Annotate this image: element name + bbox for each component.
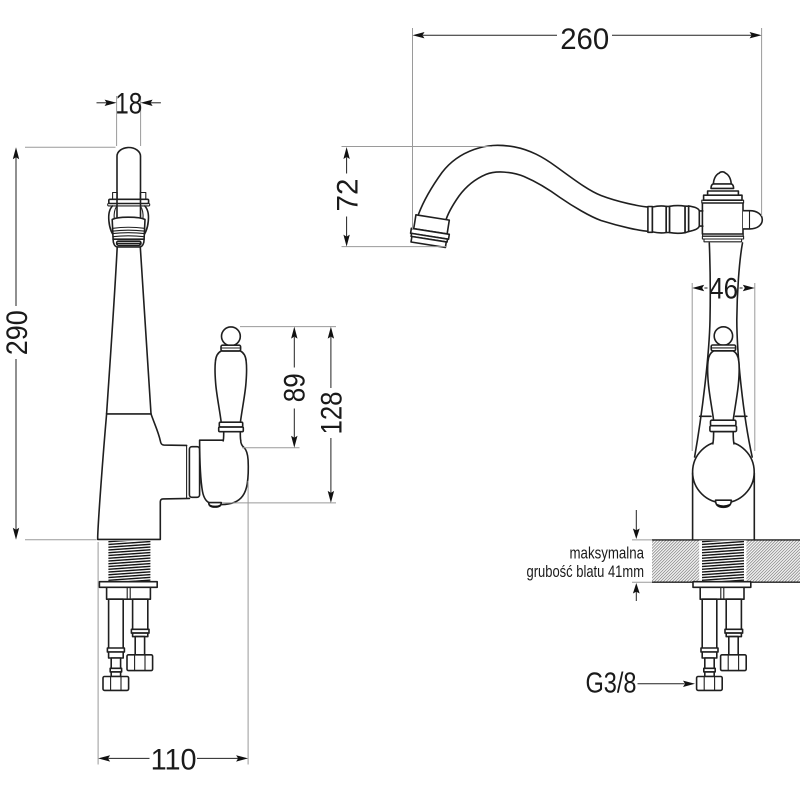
svg-text:grubość blatu 41mm: grubość blatu 41mm: [527, 562, 645, 581]
svg-text:290: 290: [1, 310, 34, 355]
svg-text:89: 89: [279, 373, 312, 402]
svg-text:maksymalna: maksymalna: [570, 543, 645, 562]
svg-text:18: 18: [115, 88, 142, 121]
svg-text:46: 46: [709, 272, 738, 305]
svg-text:128: 128: [315, 392, 348, 435]
svg-text:72: 72: [332, 179, 365, 212]
svg-text:110: 110: [151, 743, 197, 776]
svg-text:260: 260: [560, 23, 609, 56]
svg-text:G3/8: G3/8: [586, 668, 637, 700]
